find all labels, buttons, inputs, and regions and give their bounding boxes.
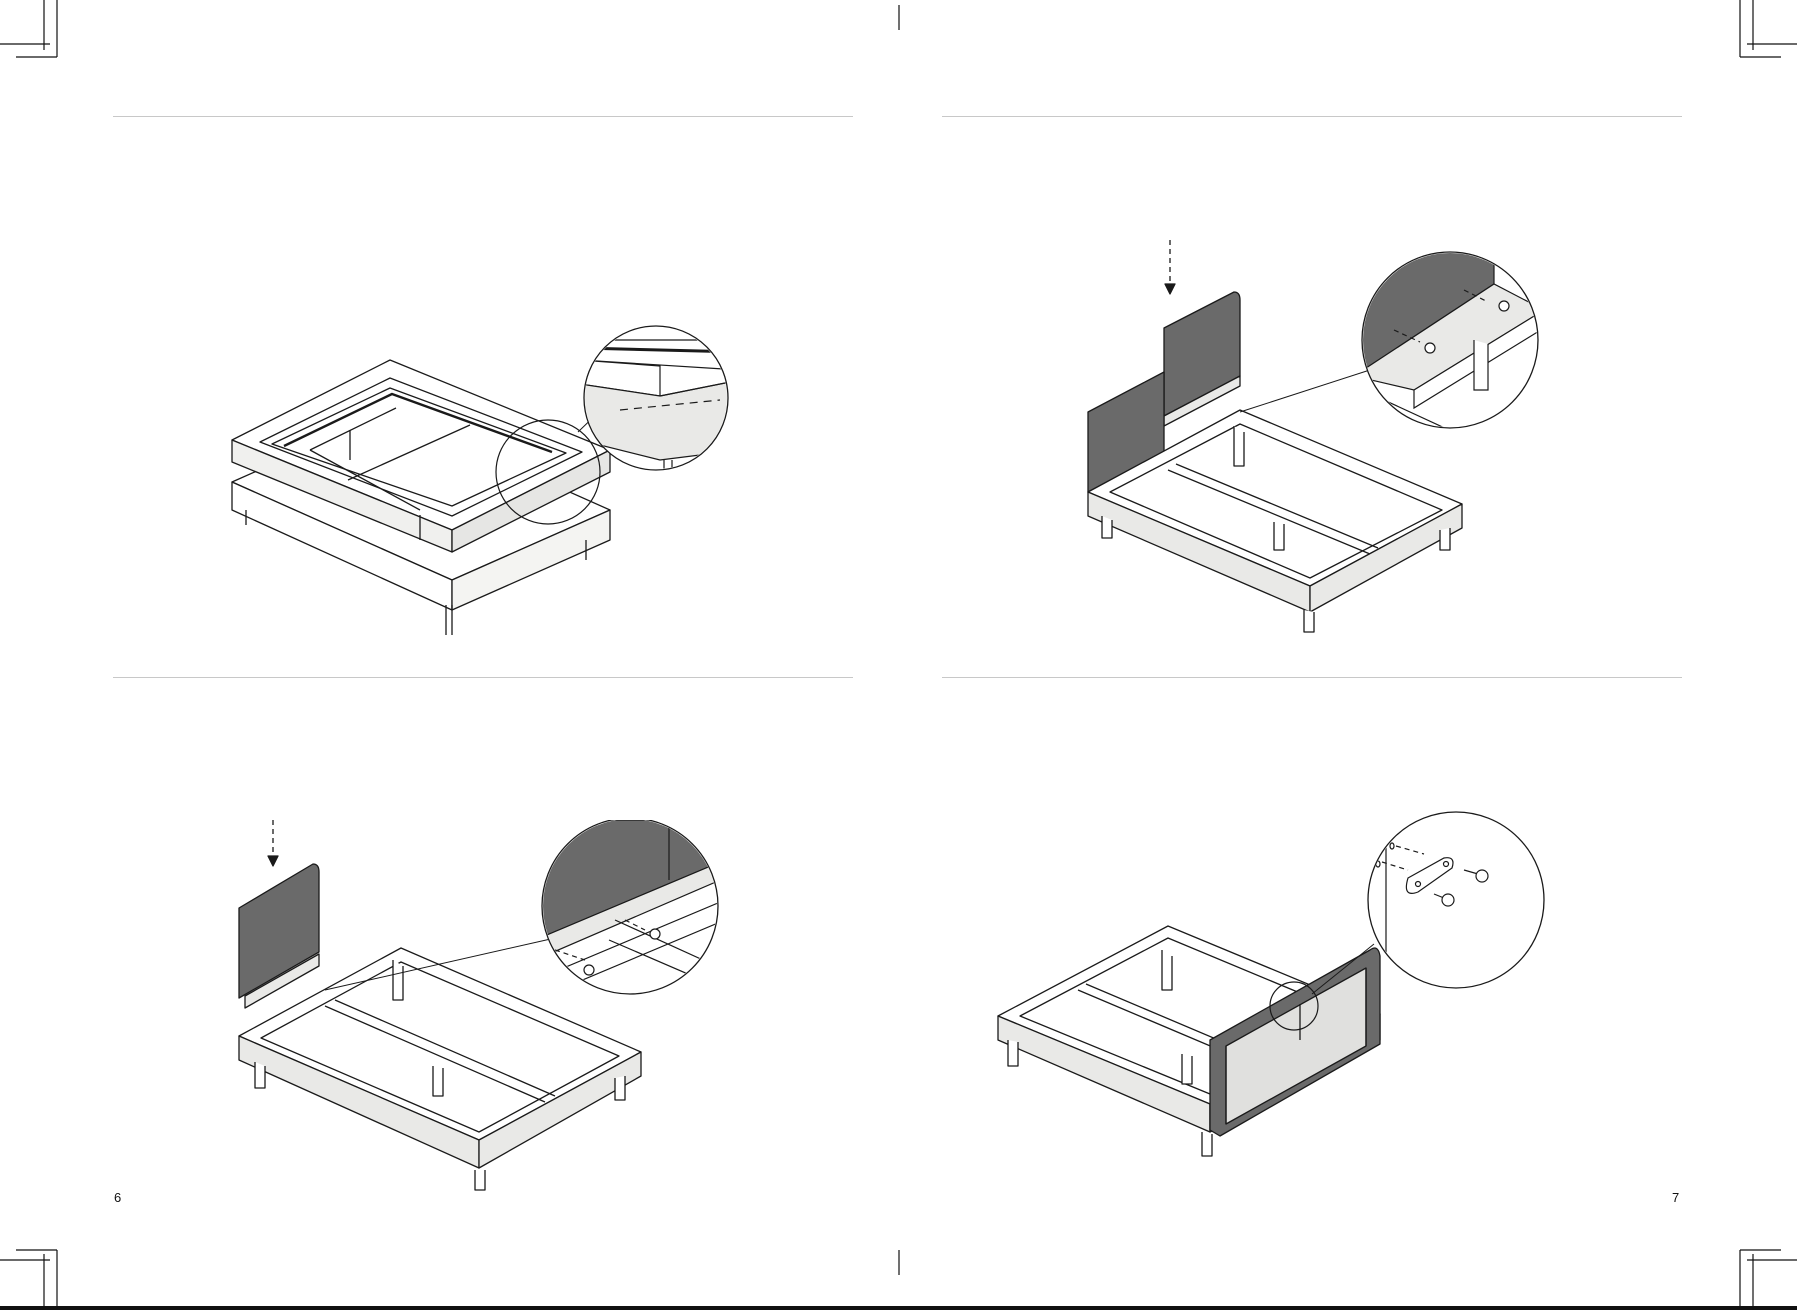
detail-zoom-circle [1368, 812, 1544, 988]
section-divider [113, 677, 853, 678]
page-edge [0, 1306, 1797, 1310]
section-divider [942, 677, 1682, 678]
step-2-illustration [1084, 240, 1554, 640]
right-page: 7 [899, 0, 1797, 1310]
left-page: 6 [0, 0, 898, 1310]
step-3-illustration [225, 820, 745, 1200]
step-4-illustration [994, 810, 1634, 1200]
step-1-illustration [220, 300, 760, 650]
section-divider [942, 116, 1682, 117]
page-number: 7 [1672, 1190, 1679, 1205]
section-divider [113, 116, 853, 117]
page-number: 6 [114, 1190, 121, 1205]
